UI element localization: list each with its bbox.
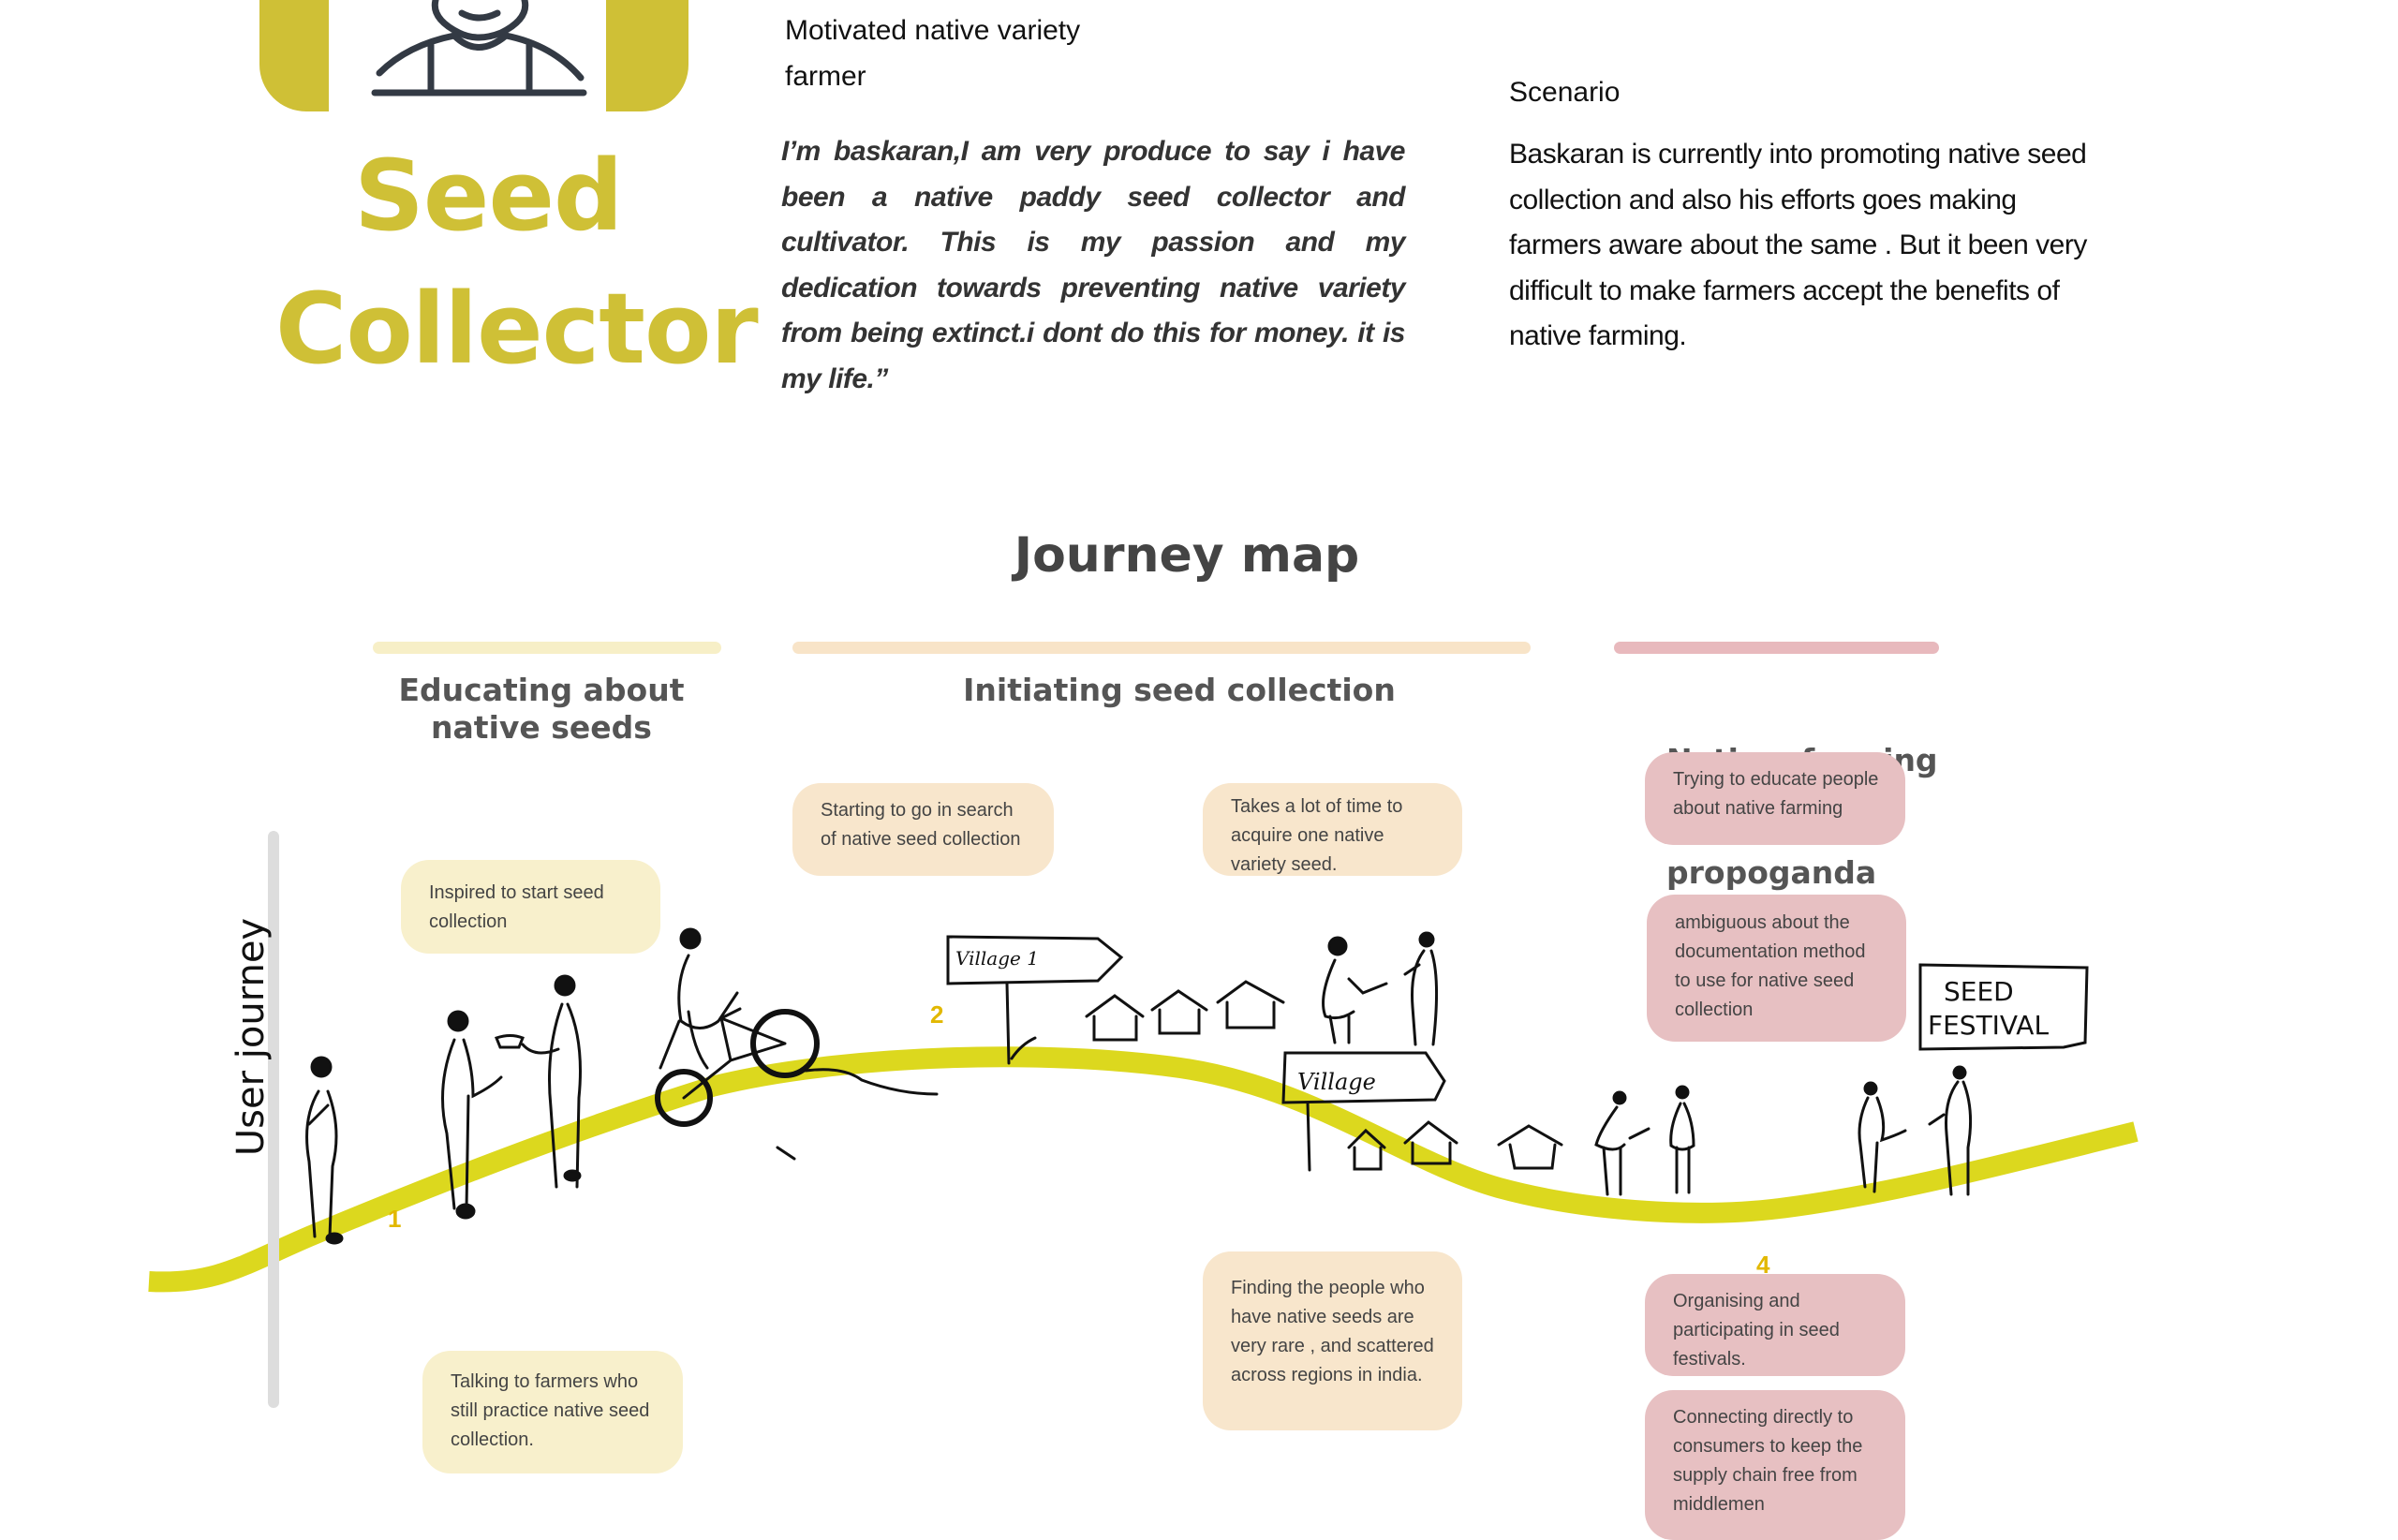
person-sketch [1858, 1065, 1973, 1196]
card-connecting: Connecting directly to consumers to keep… [1645, 1390, 1905, 1540]
scenario-label: Scenario [1509, 77, 1621, 108]
phase-title-initiating: Initiating seed collection [963, 672, 1396, 708]
phase-title-educating: Educating about native seeds [373, 672, 710, 747]
step-number-2: 2 [930, 1000, 944, 1029]
card-starting: Starting to go in search of native seed … [792, 783, 1054, 876]
phase-bar-propaganda [1614, 642, 1939, 654]
card-takes-time: Takes a lot of time to acquire one nativ… [1203, 783, 1462, 876]
houses-sketch [1085, 980, 1285, 1042]
card-inspired: Inspired to start seed collection [401, 860, 660, 954]
persona-role-line2: farmer [785, 61, 866, 92]
step-number-1: 1 [388, 1205, 402, 1233]
journey-curve [148, 1046, 2139, 1293]
card-finding: Finding the people who have native seeds… [1203, 1251, 1462, 1430]
phase-title-line: native seeds [431, 709, 652, 746]
village-sign-2: Village [1281, 1051, 1446, 1172]
persona-quote: I’m baskaran,I am very produce to say i … [781, 136, 1406, 394]
phase-bar-initiating [792, 642, 1531, 654]
cyclist-sketch [655, 927, 939, 1161]
avatar-frame-right [606, 0, 688, 111]
person-sketch [441, 974, 582, 1220]
person-sketch [1322, 931, 1439, 1046]
festival-label-line1: SEED [1944, 976, 2014, 1007]
houses-sketch [1347, 1120, 1563, 1171]
card-organising: Organising and participating in seed fes… [1645, 1274, 1905, 1376]
phase-title-line: propoganda [1666, 854, 1877, 891]
village-sign-1: Village 1 [946, 935, 1124, 1065]
card-ambiguous: ambiguous about the documentation method… [1647, 895, 1906, 1042]
journey-map-title: Journey map [1014, 527, 1360, 584]
card-talking: Talking to farmers who still practice na… [422, 1351, 683, 1473]
card-trying: Trying to educate people about native fa… [1645, 752, 1905, 845]
person-sketch [1594, 1085, 1695, 1196]
festival-label-line2: FESTIVAL [1928, 1010, 2049, 1041]
phase-bar-educating [373, 642, 721, 654]
seed-festival-sign: SEED FESTIVAL [1918, 963, 2089, 1051]
village-sign-1-label: Village 1 [955, 947, 1039, 970]
farmer-avatar-icon [371, 0, 587, 96]
persona-role-line1: Motivated native variety [785, 15, 1081, 46]
person-sketch [305, 1056, 344, 1245]
persona-title-line2: Collector [275, 272, 759, 386]
user-journey-axis-label: User journey [229, 917, 273, 1157]
village-sign-2-label: Village [1297, 1069, 1376, 1095]
avatar-frame-left [259, 0, 329, 111]
phase-title-line: Educating about [398, 672, 685, 708]
persona-title-line1: Seed [354, 139, 623, 253]
scenario-body: Baskaran is currently into promoting nat… [1509, 139, 2087, 351]
